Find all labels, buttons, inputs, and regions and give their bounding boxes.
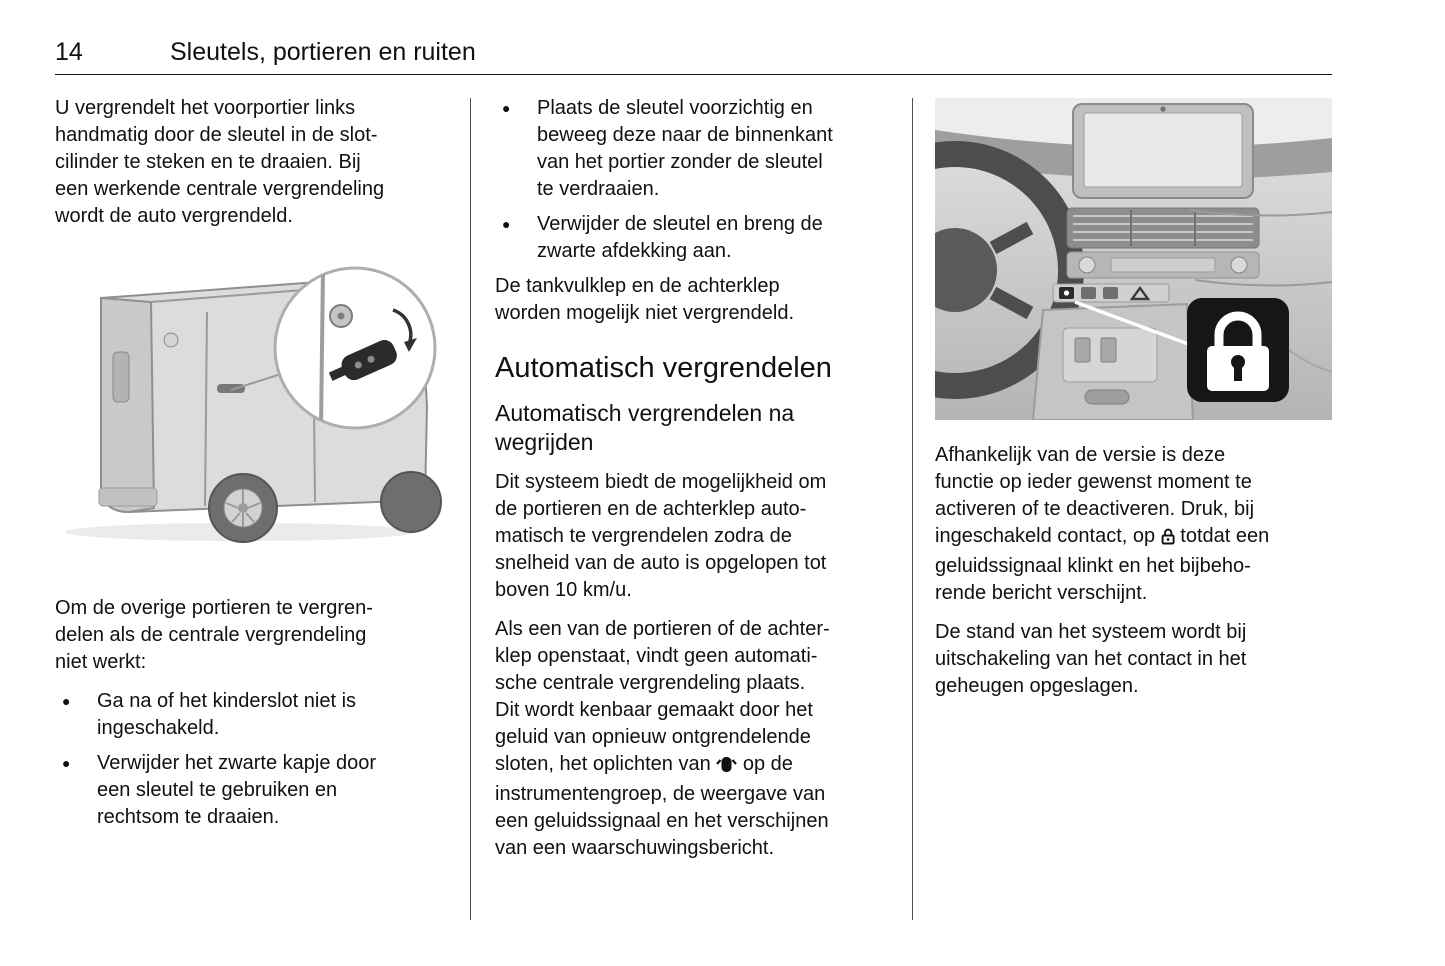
callout-leader-line <box>230 373 282 391</box>
infotainment-screen <box>1072 103 1254 199</box>
paragraph-activate-deactivate: Afhankelijk van de versie is deze functi… <box>935 442 1345 607</box>
header-rule <box>55 74 1332 75</box>
key-icon <box>328 340 397 381</box>
climate-controls <box>1066 251 1260 279</box>
list-item-text: Plaats de sleutel voorzichtig en beweeg … <box>537 97 833 200</box>
van-illustration-svg <box>65 266 442 543</box>
list-item-text: Verwijder de sleutel en breng de zwarte … <box>537 213 823 262</box>
dashboard-illustration-svg <box>826 98 1333 421</box>
column-divider <box>470 98 471 920</box>
door-handle <box>217 384 245 393</box>
list-item-text: Ga na of het kinderslot niet is ingescha… <box>97 690 357 739</box>
page-title: Sleutels, portieren en ruiten <box>170 38 476 66</box>
list-item: ● Ga na of het kinderslot niet is ingesc… <box>55 688 467 742</box>
lock-callout-leader <box>1074 300 1200 350</box>
paragraph-part: Afhankelijk van de versie is deze functi… <box>935 444 1255 547</box>
fuel-cap <box>163 332 179 348</box>
page-header: 14 Sleutels, portieren en ruiten <box>55 38 1332 67</box>
hazard-button-icon <box>1129 285 1151 301</box>
list-item: ● Verwijder de sleutel en breng de zwart… <box>495 211 905 265</box>
column-divider <box>912 98 913 920</box>
paragraph-memory: De stand van het systeem wordt bij uitsc… <box>935 621 1247 697</box>
van-rear-key-callout-illustration <box>55 256 453 561</box>
list-item: ● Plaats de sleutel voorzichtig en bewee… <box>495 95 905 203</box>
tail-light <box>112 351 130 403</box>
paragraph-part: totdat een geluidssignaal klinkt en het … <box>935 525 1270 604</box>
bullet-icon: ● <box>502 100 511 116</box>
page-number: 14 <box>55 38 83 66</box>
bullet-icon: ● <box>62 693 71 709</box>
rear-bumper <box>98 487 158 507</box>
door-edge <box>319 268 325 428</box>
key-lock-callout <box>273 266 437 430</box>
air-vents <box>1066 207 1260 249</box>
lower-console <box>1031 302 1195 421</box>
section-heading: Automatisch vergrendelen <box>495 352 832 384</box>
column-right: Afhankelijk van de versie is deze functi… <box>826 95 1345 712</box>
paragraph-tank-flap: De tankvulklep en de achterklep worden m… <box>495 275 795 324</box>
central-locking-lock-icon <box>1161 526 1175 553</box>
paragraph-auto-lock: Dit systeem biedt de mogelijkheid om de … <box>495 471 827 601</box>
column-left: U vergrendelt het voorportier links hand… <box>55 95 467 839</box>
rotate-arrow-icon <box>392 308 413 345</box>
column-middle: ● Plaats de sleutel voorzichtig en bewee… <box>495 95 905 874</box>
button-row <box>1052 283 1170 303</box>
padlock-shackle <box>1214 311 1262 348</box>
van-rear-door <box>100 296 156 514</box>
paragraph-manual-lock: U vergrendelt het voorportier links hand… <box>55 97 385 227</box>
dash-trim <box>1186 209 1333 217</box>
bullet-icon: ● <box>502 216 511 232</box>
paragraph-doors-open: Als een van de portieren of de achter- k… <box>495 616 905 862</box>
front-wheel <box>380 471 442 533</box>
paragraph-other-doors: Om de overige portieren te vergren- dele… <box>55 597 373 673</box>
door-open-indicator-icon <box>716 754 738 781</box>
paragraph-part: op de instrumentengroep, de weergave van… <box>495 753 829 859</box>
list-item: ● Verwijder het zwarte kapje door een sl… <box>55 750 467 831</box>
list-item-text: Verwijder het zwarte kapje door een sleu… <box>97 752 377 828</box>
sliding-door-seam <box>204 311 208 507</box>
dashboard-central-locking-photo <box>826 98 1333 421</box>
paragraph-part: Als een van de portieren of de achter- k… <box>495 618 830 775</box>
lock-symbol-badge <box>1187 298 1289 402</box>
bullet-icon: ● <box>62 755 71 771</box>
rear-wheel <box>208 473 278 543</box>
subsection-heading: Automatisch vergrendelen na wegrijden <box>495 400 795 455</box>
